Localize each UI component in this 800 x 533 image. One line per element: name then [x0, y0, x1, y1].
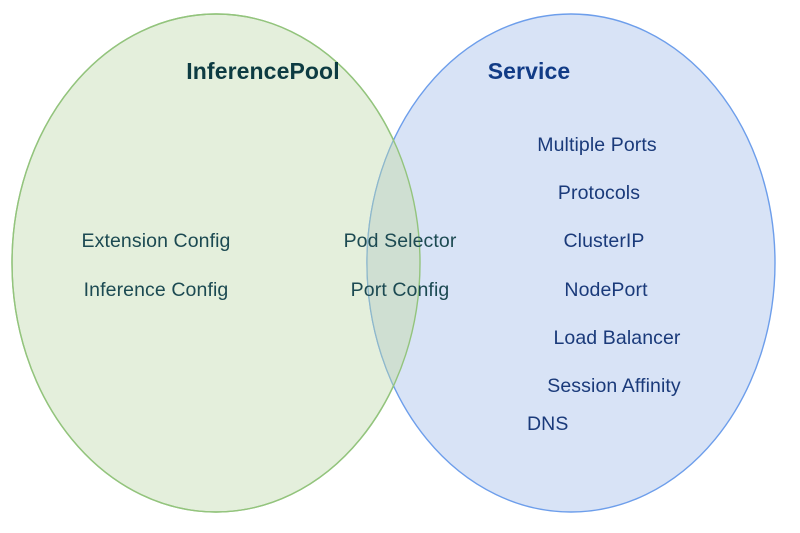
left-set-title: InferencePool: [186, 58, 340, 84]
right-set-item-nodeport: NodePort: [564, 279, 648, 301]
left-set-item-extension-config: Extension Config: [81, 230, 231, 252]
right-set-item-clusterip: ClusterIP: [563, 230, 645, 252]
left-set-item-inference-config: Inference Config: [83, 279, 229, 301]
intersection-item-pod-selector: Pod Selector: [343, 230, 457, 252]
right-set-item-multiple-ports: Multiple Ports: [537, 134, 657, 156]
intersection-item-port-config: Port Config: [350, 279, 450, 301]
left-set-outline: [11, 13, 421, 513]
right-set-item-load-balancer: Load Balancer: [553, 327, 681, 349]
right-set-item-protocols: Protocols: [557, 182, 641, 204]
left-set-circle[interactable]: [11, 13, 421, 513]
right-set-title: Service: [487, 58, 571, 84]
intersection-region[interactable]: [366, 14, 775, 512]
right-set-item-dns: DNS: [527, 413, 569, 435]
right-set-item-session-affinity: Session Affinity: [547, 375, 681, 397]
right-set-circle[interactable]: [366, 13, 776, 513]
